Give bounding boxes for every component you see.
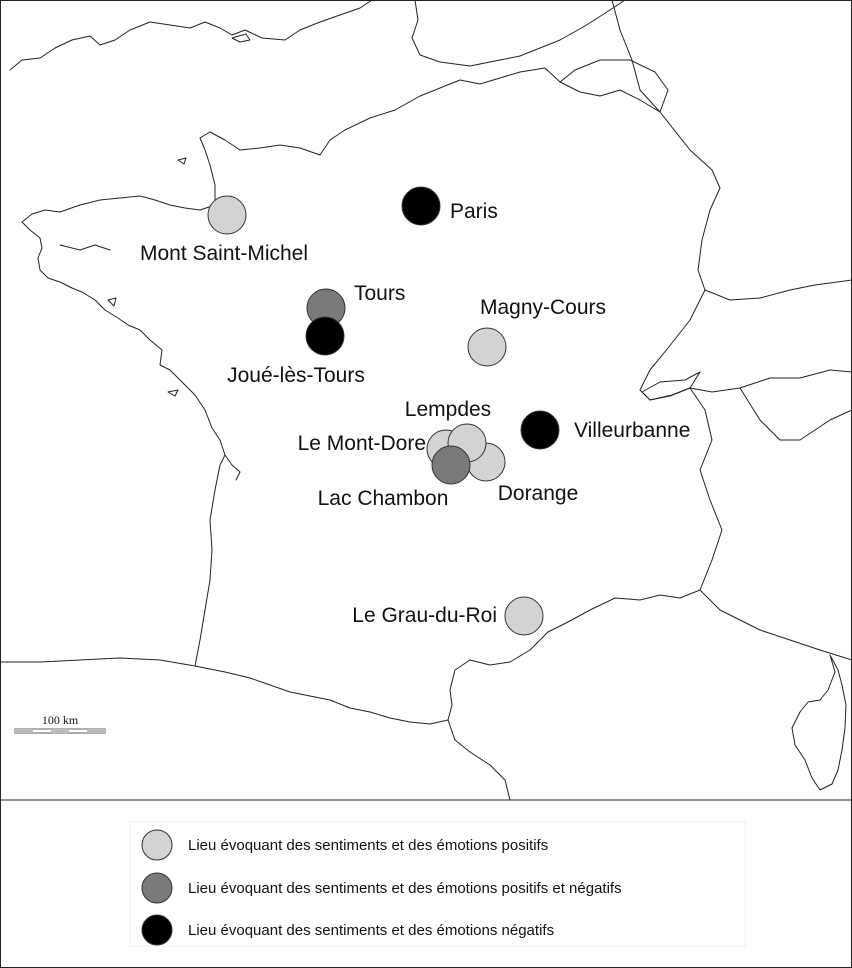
gironde-estuary	[224, 454, 241, 481]
legend-box	[129, 821, 746, 947]
corsica	[791, 654, 847, 791]
legend: Lieu évoquant des sentiments et des émot…	[129, 821, 746, 947]
italy-border	[689, 387, 852, 661]
place-labels: Paris Mont Saint-Michel Tours Joué-lès-T…	[140, 200, 690, 627]
channel-islands-a	[231, 33, 251, 43]
scale-bar-seg	[87, 729, 105, 733]
belle-ile	[107, 297, 117, 307]
label-villeurbanne: Villeurbanne	[574, 419, 690, 442]
place-markers	[207, 186, 560, 636]
swiss-border	[639, 289, 852, 401]
mediterranean-coast	[447, 589, 701, 721]
ile-de-re	[167, 389, 179, 397]
italy-alps	[739, 387, 852, 441]
scale-bar-seg	[51, 729, 69, 733]
marker-lac-chambon	[431, 445, 471, 485]
marker-magny-cours	[467, 327, 507, 367]
label-joue-les-tours: Joué-lès-Tours	[227, 364, 365, 387]
label-magny-cours: Magny-Cours	[480, 296, 606, 319]
marker-le-grau-du-roi	[504, 596, 544, 636]
scale-bar-seg	[15, 729, 33, 733]
label-le-grau-du-roi: Le Grau-du-Roi	[352, 604, 497, 627]
marker-paris	[401, 186, 441, 226]
north-sea-coast	[411, 0, 626, 67]
rhine-border	[611, 0, 661, 113]
germany-border	[697, 187, 852, 301]
marker-joue-les-tours	[305, 316, 345, 356]
legend-marker-positive	[141, 829, 173, 861]
legend-label-mixed: Lieu évoquant des sentiments et des émot…	[188, 880, 622, 897]
jersey	[177, 157, 187, 165]
luxembourg-border	[559, 59, 669, 113]
legend-marker-mixed	[141, 872, 173, 904]
label-lempdes: Lempdes	[405, 398, 491, 421]
scale-bar-label: 100 km	[42, 713, 79, 727]
legend-label-negative: Lieu évoquant des sentiments et des émot…	[188, 922, 554, 939]
legend-label-positive: Lieu évoquant des sentiments et des émot…	[188, 837, 548, 854]
marker-mont-saint-michel	[207, 195, 247, 235]
marker-villeurbanne	[520, 410, 560, 450]
spain-coast	[0, 657, 196, 667]
coastlines-and-borders	[0, 0, 852, 801]
label-le-mont-dore: Le Mont-Dore	[298, 432, 426, 455]
label-lac-chambon: Lac Chambon	[318, 487, 449, 510]
england-coast	[9, 0, 373, 71]
legend-marker-negative	[141, 914, 173, 946]
northeast-border	[319, 67, 721, 189]
label-dorange: Dorange	[498, 482, 579, 505]
label-paris: Paris	[450, 200, 498, 223]
lake-geneva	[641, 371, 701, 401]
atlantic-coast	[21, 131, 321, 667]
spain-border	[194, 665, 449, 725]
catalonia-coast	[447, 719, 511, 801]
scale-bar: 100 km	[14, 713, 106, 734]
brittany-inlet	[59, 244, 111, 251]
label-tours: Tours	[354, 282, 405, 305]
label-mont-saint-michel: Mont Saint-Michel	[140, 242, 308, 265]
